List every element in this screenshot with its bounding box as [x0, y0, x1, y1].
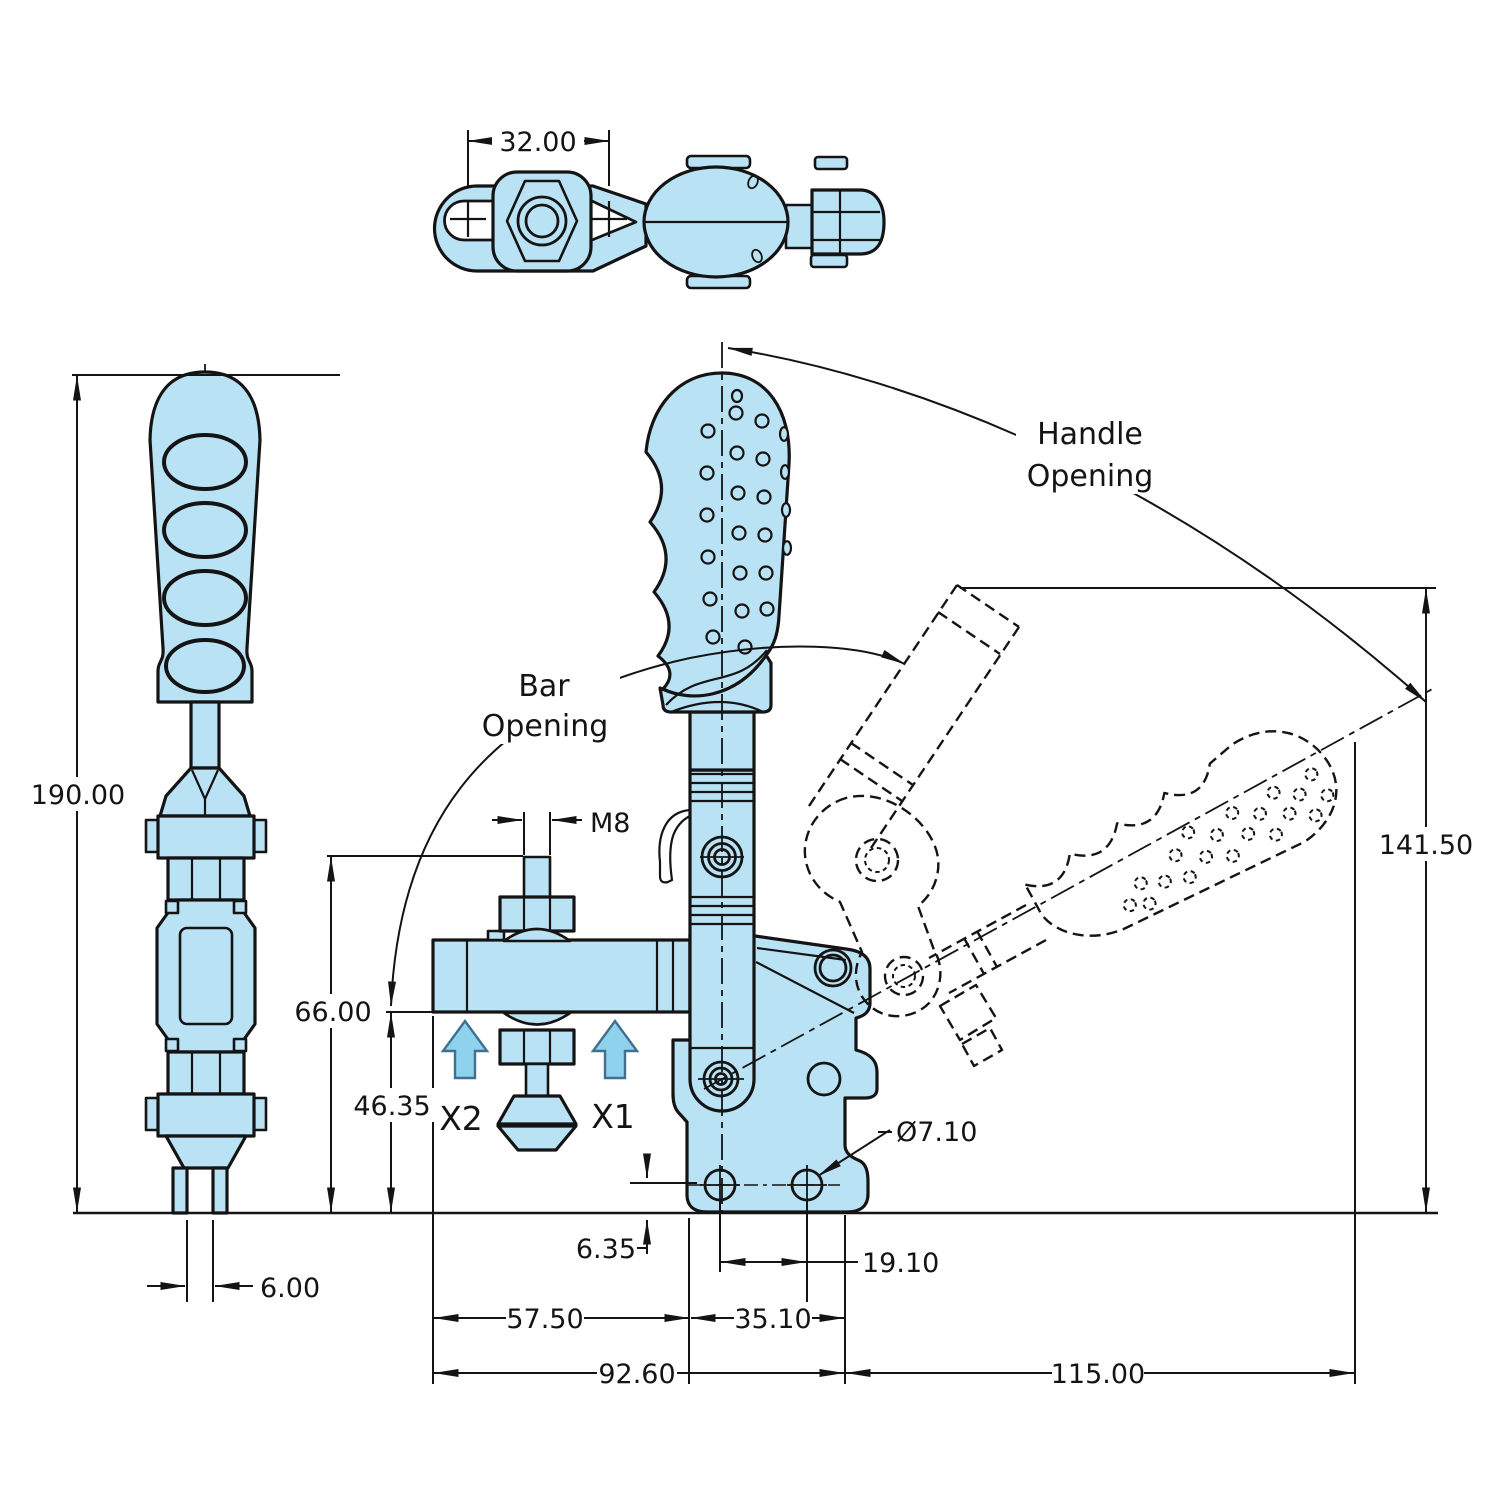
- fork-inner-lines: [190, 769, 220, 816]
- nut-lower-facets: [522, 1030, 552, 1064]
- label-handle-opening: Handle Opening: [1016, 412, 1164, 494]
- dim-overall-height: 190.00: [24, 375, 132, 1213]
- bar-opening-line2: Opening: [482, 709, 609, 744]
- dim-open-height: 141.50: [1364, 588, 1488, 1213]
- force-arrow-x1: X1: [590, 1018, 640, 1136]
- phantom-handle-shaft: [928, 903, 1047, 995]
- dim-bar-opening-height-text: 46.35: [353, 1091, 430, 1122]
- bar-opening-line1: Bar: [518, 669, 570, 704]
- phantom-hole-lower: [883, 955, 925, 997]
- handle-opening-line1: Handle: [1037, 417, 1143, 452]
- spindle-taper: [164, 1134, 248, 1170]
- spindle-nut-lower: [498, 1028, 576, 1066]
- label-x2: X2: [439, 1099, 483, 1138]
- block-tab-1: [164, 899, 180, 915]
- dim-hole-offset-text: 6.35: [576, 1234, 636, 1265]
- dim-fork-gap: 6.00: [147, 1273, 320, 1304]
- hex-nut-upper-side: [166, 856, 246, 902]
- fork-prong-left: [171, 1166, 189, 1215]
- phantom-link-plate: [803, 794, 942, 1018]
- hex-nut-top-view: [505, 179, 579, 263]
- bar-end-on-upper: [156, 814, 256, 860]
- top-view: [432, 154, 886, 290]
- dim-hole-spacing: 19.10: [720, 1248, 939, 1279]
- spindle-stud-top: [522, 855, 552, 899]
- rubber-tip-lower: [496, 1124, 578, 1152]
- dim-bar-reach-text: 57.50: [506, 1304, 583, 1335]
- grip-recess-4: [164, 638, 246, 694]
- phantom-hole-upper-inner: [864, 847, 890, 873]
- dim-hole-spacing-text: 19.10: [862, 1248, 939, 1279]
- grip-recess-2: [162, 501, 248, 559]
- up-arrow-icon: [440, 1018, 490, 1080]
- dim-spindle-thread: M8: [492, 808, 630, 839]
- dim-total-reach-text: 92.60: [598, 1359, 675, 1390]
- handle-opening-arc: [727, 347, 1427, 703]
- clamp-bar-arm: [431, 938, 692, 1014]
- open-position-axis: [703, 686, 1437, 1090]
- dim-overall-height-text: 190.00: [31, 780, 125, 811]
- plate-hole-lower: [806, 1061, 842, 1097]
- dim-hole-diameter-text: Ø7.10: [896, 1117, 977, 1148]
- washer-ring: [516, 195, 568, 247]
- handle-stop-hook: [658, 808, 691, 884]
- rubber-tip-upper: [496, 1094, 578, 1126]
- knob-dimple-1: [747, 174, 759, 190]
- front-view: [431, 342, 879, 1214]
- block-tab-4: [232, 1037, 248, 1053]
- clevis-tab-bottom: [809, 253, 849, 269]
- crosshair-right: [591, 201, 627, 237]
- dim-spindle-height: 66.00: [282, 856, 384, 1213]
- hex-nut-lower-side: [166, 1050, 246, 1096]
- phantom-hole-upper: [854, 837, 900, 883]
- knob-dimple-2: [751, 248, 763, 264]
- dim-spindle-height-text: 66.00: [294, 997, 371, 1028]
- nut-facets-upper: [190, 858, 222, 900]
- washer-dome-lower: [502, 1011, 572, 1026]
- dim-base-length-text: 35.10: [734, 1304, 811, 1335]
- crosshair-left: [450, 201, 486, 237]
- fork-prong-right: [211, 1166, 229, 1215]
- handle-stem: [189, 700, 221, 770]
- label-x1: X1: [591, 1097, 635, 1136]
- dim-total-reach: 92.60: [433, 1357, 845, 1390]
- nut-facets-lower: [190, 1052, 222, 1094]
- bar-end-on-lower: [156, 1092, 256, 1138]
- handle-opening-line2: Opening: [1027, 459, 1154, 494]
- dim-open-height-text: 141.50: [1379, 830, 1473, 861]
- phantom-bar-rod: [806, 584, 1020, 852]
- block-tab-2: [232, 899, 248, 915]
- dim-open-reach-text: 115.00: [1051, 1359, 1145, 1390]
- phantom-hole-lower-inner: [892, 964, 916, 988]
- spindle-stud-bottom: [524, 1062, 550, 1098]
- dim-top-width: 32.00: [467, 124, 610, 158]
- dim-hole-diameter: Ø7.10: [817, 1117, 977, 1177]
- grip-recess-3: [162, 569, 248, 627]
- dim-bar-reach: 57.50: [433, 1302, 690, 1335]
- spindle-bore: [524, 203, 560, 239]
- clevis-slot-lines: [812, 190, 880, 254]
- dim-top-width-text: 32.00: [499, 127, 576, 158]
- dim-open-reach: 115.00: [845, 1357, 1355, 1390]
- grip-recess-1: [162, 433, 248, 491]
- dim-base-length: 35.10: [690, 1302, 845, 1335]
- phantom-grip: [1024, 730, 1338, 937]
- label-bar-opening: Bar Opening: [472, 662, 620, 744]
- dim-hole-offset: 6.35: [576, 1153, 651, 1265]
- up-arrow-icon: [590, 1018, 640, 1080]
- phantom-catch: [938, 983, 1004, 1068]
- dim-bar-opening-height: 46.35: [348, 1012, 436, 1213]
- clevis-block: [810, 188, 886, 256]
- dim-fork-gap-text: 6.00: [260, 1273, 320, 1304]
- force-arrow-x2: X2: [439, 1018, 490, 1138]
- spindle-nut-upper: [498, 895, 576, 933]
- dim-spindle-thread-text: M8: [590, 808, 630, 839]
- side-view: [144, 364, 268, 1215]
- swivel-block-window: [178, 926, 234, 1026]
- clevis-tab-top: [813, 155, 849, 171]
- block-tab-3: [164, 1037, 180, 1053]
